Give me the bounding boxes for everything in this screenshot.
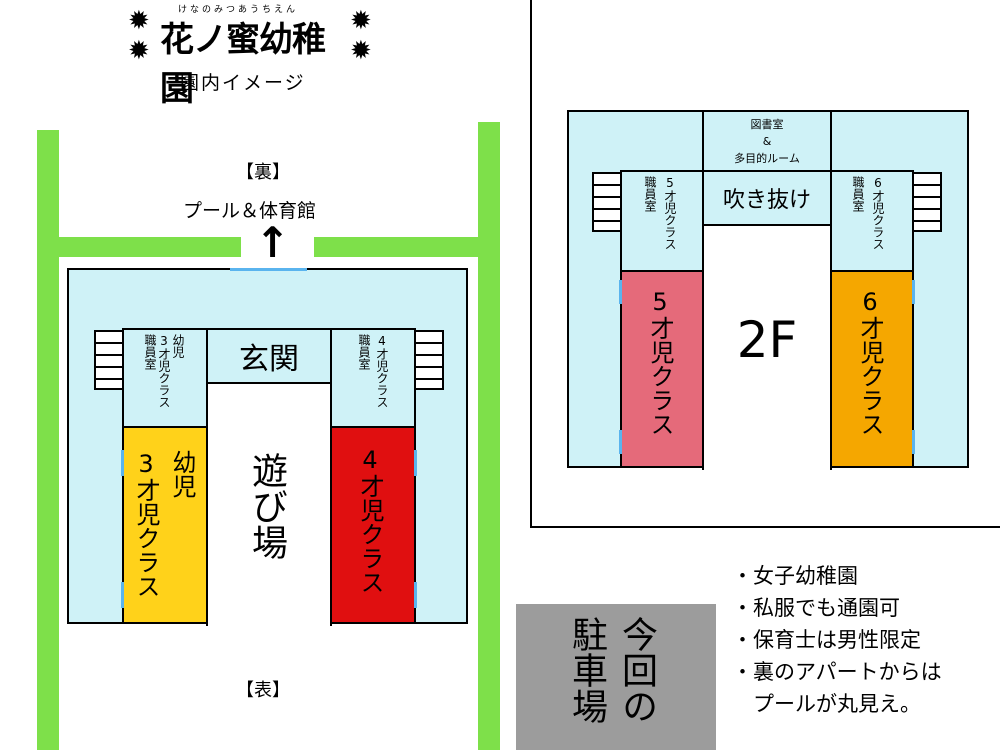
left-staff-label-col3: 職員室 bbox=[143, 334, 157, 370]
floor2-right-staff-col1: 6才児クラス bbox=[871, 176, 885, 250]
back-wall-right bbox=[314, 237, 500, 257]
right-staff-room bbox=[330, 328, 416, 428]
note-item: ・私服でも通園可 bbox=[732, 596, 900, 620]
right-staff-label-col1: 4才児クラス bbox=[375, 334, 389, 408]
class6-door-2 bbox=[912, 430, 915, 454]
left-wall bbox=[37, 130, 59, 750]
class4-door bbox=[414, 450, 417, 476]
atrium-label: 吹き抜け bbox=[722, 188, 811, 213]
floor1-map: 【裏】 プール＆体育館 ↑ 遊び場 玄関 幼児 3才児クラス 職員室 4才児クラ… bbox=[37, 122, 500, 750]
left-staff-room bbox=[122, 328, 208, 428]
logo-flower-icon-top-right: ✹ bbox=[350, 6, 372, 36]
floor2-left-staff-col2: 職員室 bbox=[643, 176, 657, 212]
left-staff-label-col2: 3才児クラス bbox=[157, 334, 171, 408]
logo-flower-icon-bottom-left: ✹ bbox=[128, 36, 150, 66]
atrium bbox=[702, 170, 832, 226]
class5-room bbox=[620, 270, 704, 468]
floor2-right-staff-room bbox=[830, 170, 914, 272]
class6-label: 6才児クラス bbox=[856, 288, 884, 436]
back-label: 【裏】 bbox=[236, 162, 290, 183]
note-item: プールが丸見え。 bbox=[732, 692, 921, 716]
entrance-hall bbox=[206, 328, 332, 384]
parking-area bbox=[516, 604, 716, 750]
library-line3: 多目的ルーム bbox=[734, 152, 800, 165]
class3-door bbox=[121, 450, 124, 476]
right-staff-label-col2: 職員室 bbox=[357, 334, 371, 370]
floor2-right-stairs bbox=[912, 172, 942, 232]
library-line2: & bbox=[762, 134, 772, 148]
library-room bbox=[702, 110, 832, 172]
logo-flower-icon-top-left: ✹ bbox=[128, 6, 150, 36]
left-staff-label-col1: 幼児 bbox=[171, 334, 185, 358]
library-line1: 図書室 bbox=[750, 118, 784, 131]
floor2-left-stairs bbox=[592, 172, 622, 232]
class6-room bbox=[830, 270, 914, 468]
class5-door-2 bbox=[619, 430, 622, 454]
note-item: ・保育士は男性限定 bbox=[732, 628, 921, 652]
playground-label: 遊び場 bbox=[246, 452, 287, 560]
class3-label-col1: 幼児 bbox=[168, 450, 196, 498]
note-item: ・女子幼稚園 bbox=[732, 564, 858, 588]
right-stairs bbox=[414, 330, 444, 390]
parking-label-col1: 今回の bbox=[616, 616, 657, 724]
class4-door-2 bbox=[414, 582, 417, 608]
page-subtitle: 園内イメージ bbox=[180, 72, 306, 94]
class4-room bbox=[330, 426, 416, 624]
left-stairs bbox=[94, 330, 124, 390]
floor2-panel bbox=[530, 0, 1000, 528]
right-wall bbox=[478, 122, 500, 750]
note-item: ・裏のアパートからは bbox=[732, 660, 942, 684]
pool-gym-label: プール＆体育館 bbox=[183, 200, 317, 222]
parking-label-col2: 駐車場 bbox=[566, 616, 607, 724]
class3-label-col2: 3才児クラス bbox=[132, 450, 160, 598]
title-ruby: けなのみつあうちえん bbox=[178, 5, 299, 15]
floor2-open-area bbox=[702, 224, 832, 470]
up-arrow-icon: ↑ bbox=[255, 218, 291, 267]
back-door bbox=[230, 268, 307, 271]
floor2-right-staff-col2: 職員室 bbox=[851, 176, 865, 212]
entrance-label: 玄関 bbox=[239, 342, 299, 377]
page-title: 花ノ蜜幼稚園 bbox=[160, 20, 326, 109]
class4-label: 4才児クラス bbox=[356, 446, 384, 594]
class6-door bbox=[912, 280, 915, 304]
class5-label: 5才児クラス bbox=[646, 288, 674, 436]
floor2-left-staff-col1: 5才児クラス bbox=[663, 176, 677, 250]
notes-list: ・女子幼稚園 ・私服でも通園可 ・保育士は男性限定 ・裏のアパートからは プール… bbox=[732, 560, 998, 720]
class3-door-2 bbox=[121, 582, 124, 608]
front-label: 【表】 bbox=[236, 680, 290, 701]
back-wall-left bbox=[37, 237, 241, 257]
logo-flower-icon-bottom-right: ✹ bbox=[350, 36, 372, 66]
class5-door bbox=[619, 280, 622, 304]
floor2-left-staff-room bbox=[620, 170, 704, 272]
class3-room bbox=[122, 426, 208, 624]
floor2-label: 2F bbox=[736, 311, 798, 369]
